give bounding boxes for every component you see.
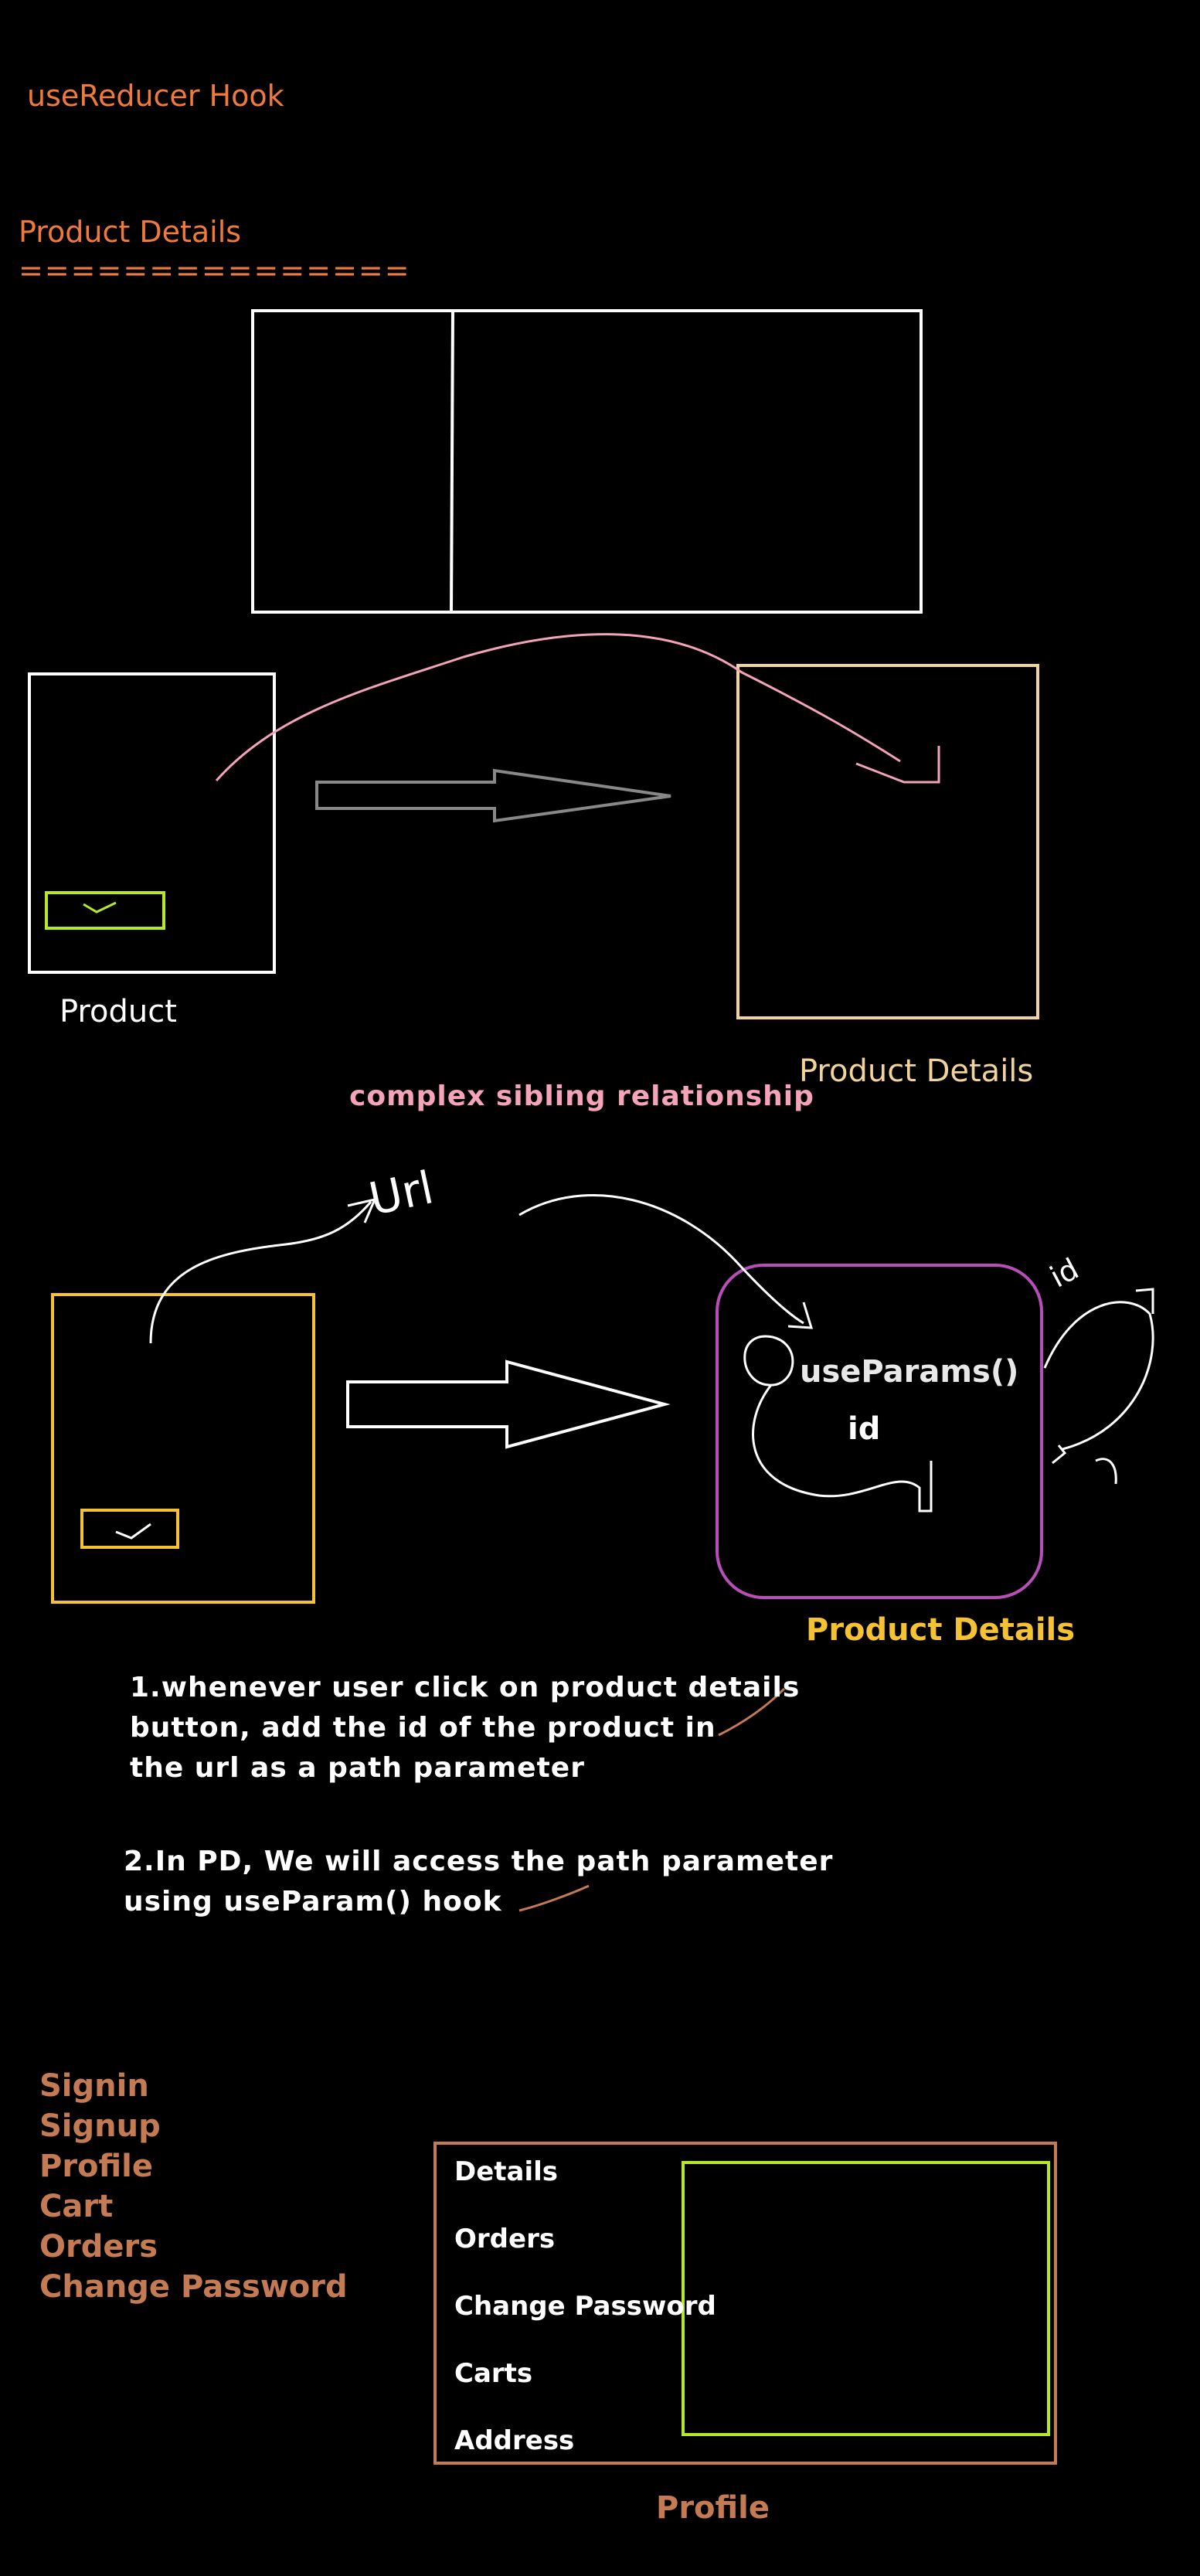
product-details-label: Product Details (799, 1053, 1034, 1089)
product-label: Product (59, 994, 177, 1029)
note-1-line-1: 1.whenever user click on product details (130, 1672, 801, 1703)
profile-label: Profile (656, 2490, 770, 2526)
self-loop-mark (1095, 1458, 1117, 1485)
id-flow-curve (752, 1384, 933, 1513)
profile-content-panel (682, 2161, 1050, 2436)
menu-item-orders: Orders (39, 2229, 158, 2265)
transition-arrow (315, 768, 671, 823)
product-details-button-box (45, 891, 165, 930)
transition-arrow-2 (346, 1359, 671, 1449)
menu-item-signin: Signin (39, 2068, 149, 2104)
profile-item-change-password: Change Password (454, 2291, 716, 2322)
product-card-box (28, 672, 276, 974)
section-title: Product Details (19, 215, 242, 249)
profile-item-orders: Orders (454, 2224, 556, 2254)
url-arrow-head (787, 1302, 814, 1329)
id-circle (743, 1335, 794, 1387)
layout-frame (251, 309, 923, 614)
tick-note-1 (718, 1687, 786, 1737)
check-mark (83, 901, 117, 914)
menu-item-profile: Profile (39, 2149, 154, 2184)
self-loop-curve (1043, 1301, 1154, 1451)
layout-divider (450, 310, 454, 613)
menu-item-cart: Cart (39, 2189, 114, 2224)
tick-note-2 (518, 1884, 590, 1912)
relationship-caption: complex sibling relationship (349, 1080, 814, 1112)
product-details-button-box-2 (80, 1509, 179, 1549)
profile-item-details: Details (454, 2156, 559, 2187)
menu-item-change-password: Change Password (39, 2269, 348, 2305)
profile-item-address: Address (454, 2425, 575, 2456)
use-params-label: useParams() (800, 1354, 1019, 1390)
product-details-label-2: Product Details (806, 1612, 1076, 1648)
note-1-line-2: button, add the id of the product in (130, 1712, 716, 1744)
note-1-line-3: the url as a path parameter (130, 1752, 585, 1784)
self-loop-arrow-bottom (1052, 1445, 1067, 1465)
relationship-curve (215, 633, 901, 781)
profile-frame (433, 2142, 1057, 2465)
product-details-rounded-box (716, 1264, 1043, 1599)
product-details-box (736, 664, 1039, 1019)
page-title: useReducer Hook (27, 79, 284, 113)
url-curve-right (518, 1194, 804, 1325)
menu-item-signup: Signup (39, 2108, 161, 2144)
profile-item-carts: Carts (454, 2358, 533, 2389)
note-2: 2.In PD, We will access the path paramet… (124, 1842, 833, 1922)
url-arrow-tip (347, 1197, 377, 1223)
product-card-box-2 (51, 1293, 315, 1604)
url-curve-left (149, 1201, 372, 1344)
check-mark-2 (115, 1523, 151, 1540)
relationship-arrow-head (855, 746, 940, 784)
self-loop-arrow-top (1135, 1288, 1154, 1314)
note-1: 1.whenever user click on product details… (130, 1668, 800, 1788)
note-2-line-1: 2.In PD, We will access the path paramet… (124, 1846, 834, 1877)
note-2-line-2: using useParam() hook (124, 1886, 502, 1918)
menu-list: Signin Signup Profile Cart Orders Change… (39, 2066, 348, 2307)
section-underline: =============== (19, 254, 411, 288)
id-label: id (848, 1411, 881, 1447)
